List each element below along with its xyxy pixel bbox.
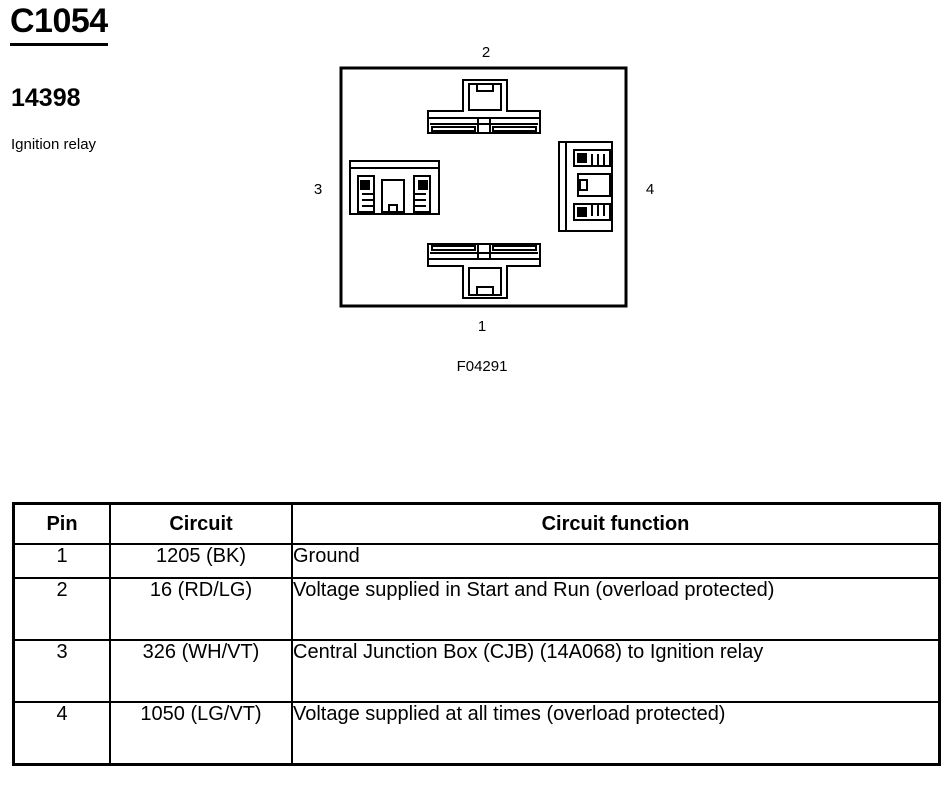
- terminal-4: [558, 141, 613, 232]
- terminal-3: [349, 160, 440, 215]
- cell-pin: 2: [12, 577, 111, 641]
- header-circuit-function: Circuit function: [291, 502, 941, 545]
- pin-label-1: 1: [478, 318, 486, 335]
- cell-function: Central Junction Box (CJB) (14A068) to I…: [291, 639, 941, 703]
- cell-function: Voltage supplied in Start and Run (overl…: [291, 577, 941, 641]
- table-row: 1 1205 (BK) Ground: [12, 543, 941, 579]
- cell-pin: 3: [12, 639, 111, 703]
- table-row: 2 16 (RD/LG) Voltage supplied in Start a…: [12, 577, 941, 641]
- table-header-row: Pin Circuit Circuit function: [12, 502, 941, 545]
- cell-circuit: 326 (WH/VT): [109, 639, 293, 703]
- part-number: 14398: [11, 84, 81, 112]
- terminal-1: [427, 243, 541, 299]
- terminal-2: [427, 79, 541, 134]
- cell-circuit: 1050 (LG/VT): [109, 701, 293, 766]
- header-circuit: Circuit: [109, 502, 293, 545]
- header-pin: Pin: [12, 502, 111, 545]
- cell-function: Voltage supplied at all times (overload …: [291, 701, 941, 766]
- pin-label-3: 3: [314, 181, 322, 198]
- cell-function: Ground: [291, 543, 941, 579]
- cell-pin: 4: [12, 701, 111, 766]
- cell-pin: 1: [12, 543, 111, 579]
- connector-id: C1054: [10, 2, 108, 46]
- table-row: 4 1050 (LG/VT) Voltage supplied at all t…: [12, 701, 941, 766]
- connector-face-diagram: 2 3 4 1 F04291: [314, 44, 654, 375]
- pinout-table: Pin Circuit Circuit function 1 1205 (BK)…: [12, 502, 941, 766]
- part-name: Ignition relay: [11, 136, 97, 153]
- table-row: 3 326 (WH/VT) Central Junction Box (CJB)…: [12, 639, 941, 703]
- pin-label-2: 2: [482, 44, 490, 61]
- cell-circuit: 1205 (BK): [109, 543, 293, 579]
- pin-label-4: 4: [646, 181, 654, 198]
- figure-code: F04291: [457, 358, 508, 375]
- cell-circuit: 16 (RD/LG): [109, 577, 293, 641]
